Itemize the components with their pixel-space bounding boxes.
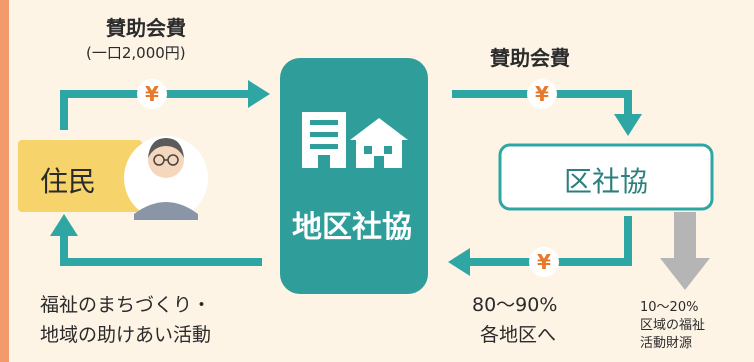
resident-label: 住民 [40, 165, 97, 198]
side-line1-label: 区域の福祉 [640, 318, 706, 333]
center-org-label: 地区社協 [292, 210, 412, 245]
gray-arrow-shaft [674, 212, 696, 260]
district-org-box [498, 143, 714, 211]
arrow-head-left-1 [448, 248, 470, 276]
arrow-center-to-resident [60, 232, 262, 266]
percent-dest-label: 各地区へ [480, 324, 557, 346]
left-accent-stripe [0, 0, 9, 362]
bottom-left-line2: 地域の助けあい活動 [40, 324, 212, 346]
yen-coin-3: ¥ [529, 247, 559, 277]
arrow-head-down-1 [614, 114, 642, 136]
top-left-unit-label: (一口2,000円) [86, 44, 186, 62]
side-range-label: 10〜20% [640, 300, 699, 315]
gray-arrow-head [660, 258, 710, 290]
center-org-box [280, 58, 428, 294]
district-org-label: 区社協 [564, 165, 649, 198]
person-avatar [124, 136, 208, 220]
yen-coin-1: ¥ [137, 79, 167, 109]
percent-range-label: 80〜90% [472, 294, 558, 316]
top-right-fee-label: 賛助会費 [490, 46, 570, 70]
house-icon [350, 118, 408, 168]
arrow-resident-to-center [60, 90, 252, 130]
arrow-district-to-center [466, 216, 632, 266]
arrow-head-right-1 [248, 80, 270, 108]
yen-coin-2: ¥ [527, 79, 557, 109]
bottom-left-line1: 福祉のまちづくり・ [40, 294, 212, 316]
arrow-center-to-district [452, 90, 632, 118]
top-left-fee-label: 賛助会費 [106, 16, 186, 40]
resident-box [18, 140, 142, 212]
building-icon [302, 112, 346, 168]
arrow-head-up-1 [50, 214, 78, 236]
side-line2-label: 活動財源 [640, 336, 693, 351]
